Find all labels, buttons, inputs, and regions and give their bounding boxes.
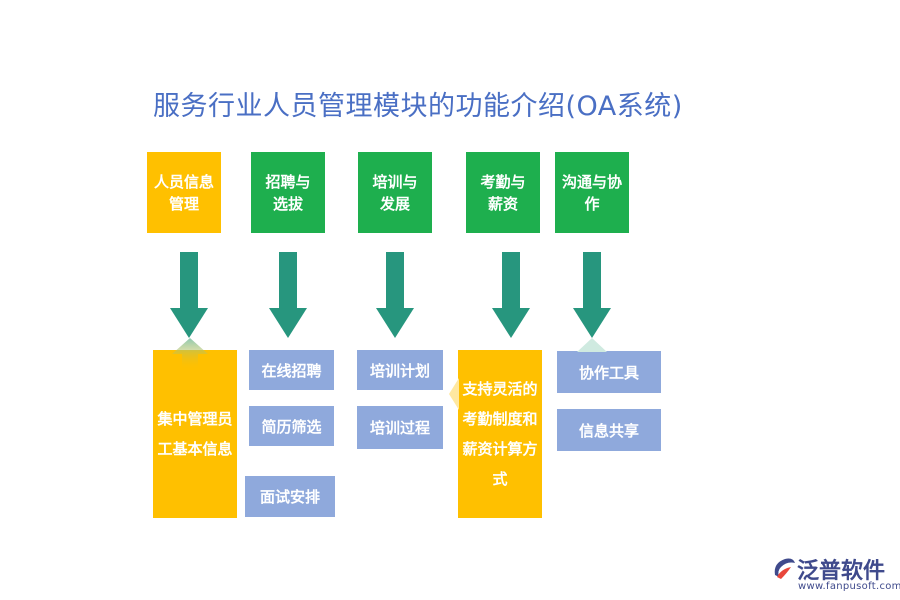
arrow-reflection-icon — [172, 338, 208, 370]
category-personnel: 人员信息管理 — [147, 152, 221, 233]
detail-text: 协作工具 — [578, 363, 639, 382]
detail-box-interview-scheduling: 面试安排 — [245, 476, 335, 517]
detail-text: 信息共享 — [578, 421, 639, 440]
detail-text: 面试安排 — [259, 488, 320, 506]
detail-text-line1: 集中管理员 — [157, 410, 233, 428]
logo-url: www.fanpusoft.com — [798, 581, 900, 592]
detail-text: 在线招聘 — [261, 361, 322, 380]
detail-text-line2: 考勤制度和 — [462, 410, 538, 428]
category-attendance: 考勤与薪资 — [466, 152, 540, 233]
detail-text: 培训计划 — [369, 361, 430, 380]
detail-box-training-plan: 培训计划 — [357, 350, 443, 390]
detail-box-resume-screening: 简历筛选 — [249, 406, 334, 446]
arrow-reflection-icon — [577, 338, 607, 352]
detail-text-line1: 支持灵活的 — [462, 380, 538, 398]
category-communication: 沟通与协作 — [555, 152, 629, 233]
page-title: 服务行业人员管理模块的功能介绍(OA系统) — [153, 91, 683, 122]
detail-box-training-process: 培训过程 — [357, 406, 443, 449]
detail-text-line2: 工基本信息 — [157, 440, 233, 458]
category-label-line1: 招聘与 — [265, 172, 311, 191]
category-label-line2: 管理 — [168, 194, 199, 213]
down-arrow-icon — [170, 252, 208, 338]
category-training: 培训与发展 — [358, 152, 432, 233]
detail-box-information-sharing: 信息共享 — [557, 409, 661, 451]
detail-box-attendance: 支持灵活的 考勤制度和 薪资计算方 式 — [458, 350, 542, 518]
detail-text-line3: 薪资计算方 — [462, 440, 538, 458]
down-arrow-icon — [492, 252, 530, 338]
detail-box-collaboration-tools: 协作工具 — [557, 351, 661, 393]
category-label-line2: 发展 — [379, 194, 410, 213]
category-label-line1: 沟通与协 — [561, 172, 622, 191]
down-arrow-icon — [269, 252, 307, 338]
detail-text-line4: 式 — [492, 470, 508, 488]
down-arrow-icon — [376, 252, 414, 338]
fanpu-logo: 泛普软件 www.fanpusoft.com — [771, 553, 900, 598]
category-label-line1: 人员信息 — [153, 172, 214, 191]
category-recruitment: 招聘与选拔 — [251, 152, 325, 233]
logo-name: 泛普软件 — [797, 559, 886, 584]
category-label-line1: 考勤与 — [480, 172, 526, 191]
chevron-left-icon — [449, 378, 459, 410]
detail-text: 培训过程 — [369, 419, 430, 437]
category-label-line2: 选拔 — [272, 194, 303, 213]
down-arrow-icon — [573, 252, 611, 338]
category-label-line2: 作 — [584, 194, 600, 213]
category-label-line1: 培训与 — [372, 172, 418, 191]
detail-box-personnel: 集中管理员工基本信息 — [153, 350, 237, 518]
fanpu-logo-icon — [774, 558, 795, 579]
detail-box-online-recruiting: 在线招聘 — [249, 350, 334, 390]
detail-text: 简历筛选 — [261, 417, 322, 436]
category-label-line2: 薪资 — [487, 194, 518, 213]
